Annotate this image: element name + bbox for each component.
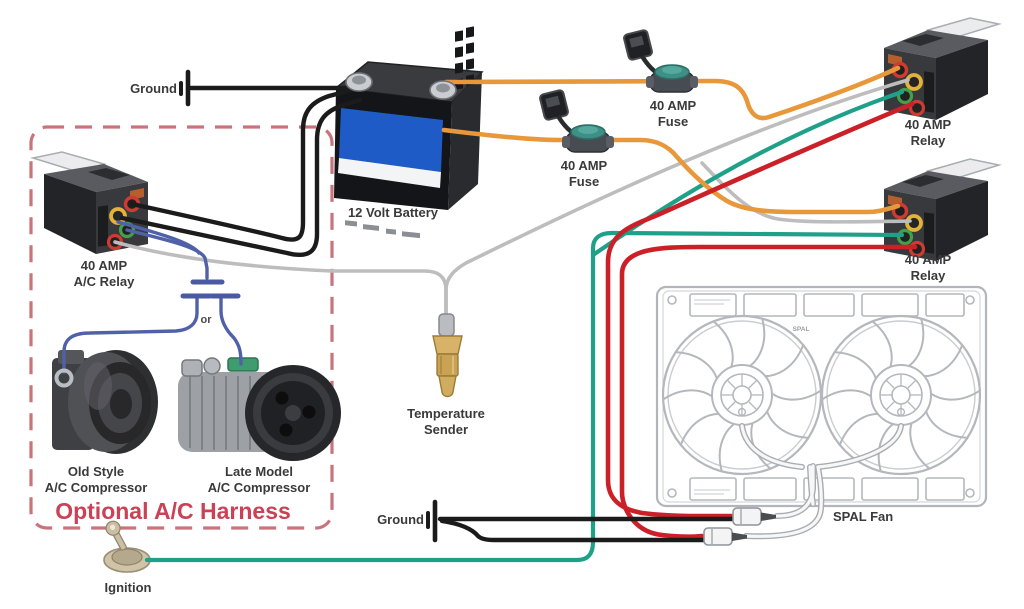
black-wires [119,85,736,543]
spal-fan: SPAL [655,285,988,508]
battery-label: 12 Volt Battery [348,205,439,220]
old-style-compressor [52,350,158,454]
ground-symbol-top [179,69,191,107]
late-compressor-label-line2: A/C Compressor [208,480,311,495]
ignition-label: Ignition [105,580,152,595]
blue-wires [62,220,243,374]
relay-upper-label-line2: Relay [911,133,946,148]
fan-shroud-slots [667,293,975,501]
battery [334,26,484,239]
fan-leads [703,423,904,546]
temp-sender-label-line2: Sender [424,422,468,437]
old-compressor-label-line2: A/C Compressor [45,480,148,495]
late-model-compressor [178,357,341,461]
temp-sender-label-line1: Temperature [407,406,485,421]
relay-lower-label-line2: Relay [911,268,946,283]
bullet-connector-2 [703,527,748,546]
fuse-lower [539,89,614,152]
battery-posts [345,72,457,100]
relay-upper-label-line1: 40 AMP [905,117,952,132]
relay-lower-label-line1: 40 AMP [905,252,952,267]
ignition-switch [103,520,151,573]
fuse-lower-label-line1: 40 AMP [561,158,608,173]
temperature-sender [432,313,463,398]
spal-fan-label: SPAL Fan [833,509,893,524]
fuse-upper-label-line1: 40 AMP [650,98,697,113]
bullet-connector-1 [732,507,777,526]
relay-upper-right [882,16,1001,122]
or-connector [180,279,241,299]
fuse-lower-label-line2: Fuse [569,174,599,189]
old-compressor-label-line1: Old Style [68,464,124,479]
ac-relay-label-line1: 40 AMP [81,258,128,273]
ring-terminal [54,368,74,388]
fan-left [660,314,824,476]
ground-symbol-bottom [426,499,438,543]
optional-harness-box [29,125,334,530]
late-compressor-label-line1: Late Model [225,464,293,479]
or-label: or [201,314,213,326]
orange-wires [441,65,901,215]
ground-bottom-label: Ground [377,512,424,527]
optional-harness-label: Optional A/C Harness [55,498,291,524]
spal-logo-text: SPAL [793,326,810,333]
ac-relay-label-line2: A/C Relay [74,274,135,289]
labels: Ground 12 Volt Battery 40 AMP Fuse 40 AM… [45,81,952,595]
ground-top-label: Ground [130,81,177,96]
fuse-upper-label-line2: Fuse [658,114,688,129]
red-wires [605,101,918,539]
fan-right [819,314,983,476]
